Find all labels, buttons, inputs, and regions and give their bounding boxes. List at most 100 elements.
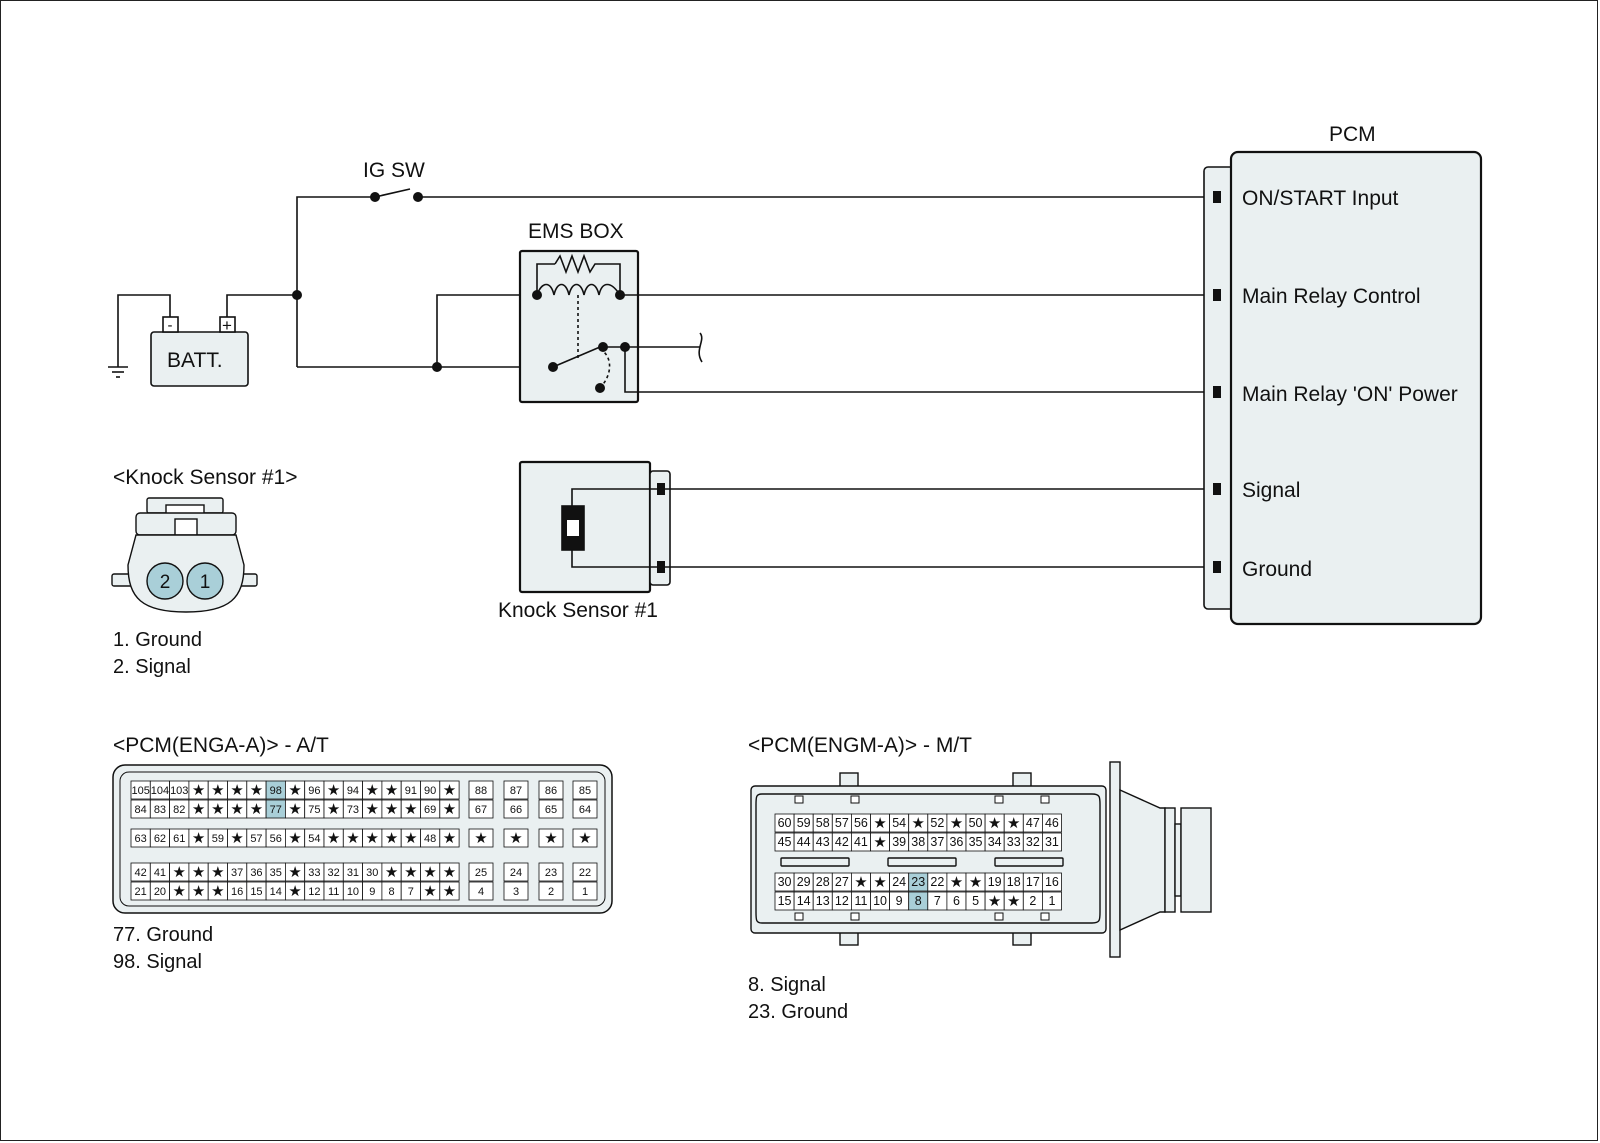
pin-label: ★: [385, 801, 398, 818]
pin-label: 82: [173, 804, 185, 816]
pcm-mt-legend-2: 23. Ground: [748, 1001, 848, 1023]
pin-24: [503, 862, 529, 882]
pin-label: 2: [548, 886, 554, 898]
pin-label: ★: [385, 864, 398, 881]
pin-label: 84: [135, 804, 147, 816]
pin-label: 19: [988, 875, 1002, 889]
pin-label: 12: [308, 886, 320, 898]
blank-pin: [439, 799, 460, 819]
pin-label: 94: [347, 785, 359, 797]
knock-pin-2: [146, 562, 184, 600]
battery-label: BATT.: [167, 349, 223, 372]
pin-label: 65: [545, 804, 557, 816]
pin-label: 41: [154, 867, 166, 879]
pin-label: 33: [308, 867, 320, 879]
pin-label: ★: [873, 815, 886, 832]
pin-label: 18: [1007, 875, 1021, 889]
pin-label: 37: [930, 835, 944, 849]
knock-sensor-body: [518, 460, 652, 594]
pcm-at-legend-2: 98. Signal: [113, 951, 202, 973]
pin-label: ★: [873, 834, 886, 851]
blank-pin: [503, 828, 529, 848]
pin-label: ★: [443, 801, 456, 818]
pin-label: ★: [173, 883, 186, 900]
pin-65: [538, 799, 564, 819]
pin-label: 73: [347, 804, 359, 816]
pin-label: 1: [582, 886, 588, 898]
pin-label: 39: [892, 835, 906, 849]
pin-31: [1042, 832, 1062, 852]
pin-label: 69: [424, 804, 436, 816]
pin-23: [538, 862, 564, 882]
pin-label: 105: [131, 785, 149, 797]
pin-label: 9: [896, 894, 903, 908]
pin-label: 23: [911, 875, 925, 889]
ig-switch-blade: [374, 188, 411, 198]
pin-label: 37: [231, 867, 243, 879]
knock-sensor-element: [561, 488, 660, 568]
pin-label: ★: [288, 883, 301, 900]
pin-85: [572, 780, 598, 800]
pcm-mt-title: <PCM(ENGM-A)> - M/T: [748, 734, 972, 757]
pin-label: 6: [953, 894, 960, 908]
pin-label: 62: [154, 833, 166, 845]
pin-label: ★: [366, 830, 379, 847]
pin-label: 12: [835, 894, 849, 908]
pin-67: [468, 799, 494, 819]
pin-label: 88: [475, 785, 487, 797]
pin-16: [1042, 872, 1062, 892]
pcm-mt-legend-1: 8. Signal: [748, 974, 826, 996]
pin-label: ★: [443, 883, 456, 900]
pin-label: 5: [972, 894, 979, 908]
knock-pin-1-label: 1: [200, 572, 211, 593]
pin-label: ★: [192, 782, 205, 799]
pin-label: ★: [250, 801, 263, 818]
pin-label: 59: [797, 816, 811, 830]
pin-label: ★: [474, 830, 487, 847]
pin-label: ★: [211, 864, 224, 881]
junctions: [292, 192, 630, 393]
pin-label: ★: [192, 830, 205, 847]
pin-label: 15: [778, 894, 792, 908]
pin-label: ★: [423, 883, 436, 900]
pin-label: ★: [854, 874, 867, 891]
pin-label: 87: [510, 785, 522, 797]
pcm-at-title: <PCM(ENGA-A)> - A/T: [113, 734, 329, 757]
pin-label: ★: [544, 830, 557, 847]
pin-3: [503, 881, 529, 901]
relay-output-stub: [625, 332, 703, 363]
pin-label: ★: [578, 830, 591, 847]
pin-64: [572, 799, 598, 819]
blank-pin: [572, 828, 598, 848]
pin-87: [503, 780, 529, 800]
pin-label: ★: [192, 883, 205, 900]
pin-label: 4: [478, 886, 484, 898]
pin-label: ★: [230, 782, 243, 799]
pin-label: 67: [475, 804, 487, 816]
pin-label: 13: [816, 894, 830, 908]
pin-label: 24: [510, 867, 522, 879]
relay-contacts: [552, 346, 1208, 393]
pin-label: 61: [173, 833, 185, 845]
pin-label: ★: [423, 864, 436, 881]
pin-label: 11: [854, 894, 867, 908]
pin-label: ★: [509, 830, 522, 847]
knock-sensor-label: Knock Sensor #1: [498, 599, 658, 622]
pin-label: 33: [1007, 835, 1021, 849]
pin-markers: [657, 191, 1221, 573]
pin-label: 16: [231, 886, 243, 898]
pin-label: 91: [405, 785, 417, 797]
pin-label: 45: [778, 835, 792, 849]
pin-1: [572, 881, 598, 901]
knock-legend-2: 2. Signal: [113, 656, 191, 678]
pin-label: 36: [949, 835, 963, 849]
pin-label: 96: [308, 785, 320, 797]
pcm-body: [1229, 150, 1483, 626]
pcm-at-legend-1: 77. Ground: [113, 924, 213, 946]
pcm-pin-signal: Signal: [1242, 479, 1300, 502]
relay-coil-feed-wire: [436, 294, 537, 367]
pin-label: ★: [230, 801, 243, 818]
pin-label: ★: [288, 782, 301, 799]
